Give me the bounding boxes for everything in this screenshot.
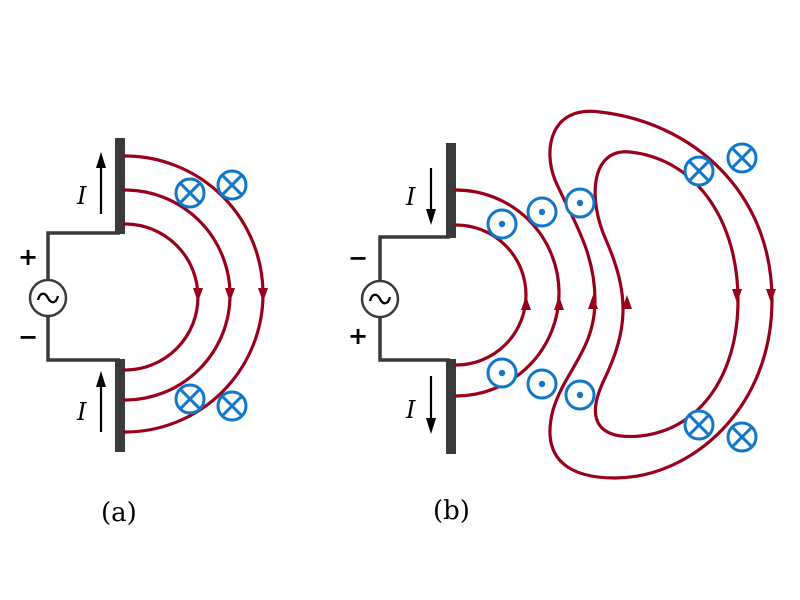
dot-in-circle-icon: [486, 357, 518, 389]
current-label-top-a: I: [76, 182, 87, 210]
field-line: [123, 222, 200, 372]
cross-in-circle-icon: [174, 383, 206, 415]
current-label-top-b: I: [405, 183, 416, 211]
source-top-sign-b: −: [348, 244, 368, 272]
current-label-bottom-b: I: [405, 396, 416, 424]
antenna-bottom-plate-a: [115, 359, 125, 452]
source-top-sign-a: +: [18, 243, 38, 271]
arrow-up-icon: [554, 296, 564, 310]
current-arrow-down-icon: [426, 168, 436, 225]
current-arrow-up-icon: [96, 371, 106, 432]
caption-a: (a): [101, 498, 137, 528]
current-label-bottom-a: I: [76, 398, 87, 426]
arrow-down-icon: [225, 288, 235, 302]
current-arrow-up-icon: [96, 152, 106, 214]
arrow-down-icon: [766, 289, 776, 303]
arrow-down-icon: [732, 289, 742, 303]
cross-in-circle-icon: [726, 142, 758, 174]
caption-b: (b): [433, 496, 470, 526]
ac-source-icon: [28, 278, 68, 318]
panel-a: + − I I (a): [18, 138, 268, 528]
dot-in-circle-icon: [564, 187, 596, 219]
antenna-bottom-plate-b: [446, 359, 456, 454]
electric-field-loops-b: [548, 109, 776, 480]
antenna-top-plate-a: [115, 138, 125, 234]
wire-top-a: [46, 231, 120, 280]
source-bottom-sign-a: −: [18, 323, 38, 351]
antenna-top-plate-b: [446, 143, 456, 238]
current-arrow-down-icon: [426, 376, 436, 434]
field-loop-inner: [593, 150, 740, 439]
dot-in-circle-icon: [564, 379, 596, 411]
field-loop-outer: [548, 109, 774, 480]
cross-in-circle-icon: [216, 390, 248, 422]
cross-in-circle-icon: [683, 409, 715, 441]
cross-in-circle-icon: [174, 177, 206, 209]
dot-in-circle-icon: [526, 196, 558, 228]
panel-b: − + I I: [348, 109, 776, 526]
arrow-down-icon: [258, 288, 268, 302]
ac-source-icon: [360, 279, 400, 319]
arrow-down-icon: [193, 288, 203, 302]
field-line: [454, 223, 528, 367]
electric-field-lines-a: [123, 154, 268, 434]
dot-in-circle-icon: [486, 208, 518, 240]
cross-in-circle-icon: [726, 421, 758, 453]
arrow-up-icon: [521, 296, 531, 310]
wire-bottom-a: [46, 316, 120, 362]
cross-in-circle-icon: [683, 155, 715, 187]
cross-in-circle-icon: [216, 169, 248, 201]
wire-bottom-b: [378, 316, 450, 362]
dot-in-circle-icon: [526, 368, 558, 400]
source-bottom-sign-b: +: [348, 322, 368, 350]
wire-top-b: [378, 235, 450, 282]
